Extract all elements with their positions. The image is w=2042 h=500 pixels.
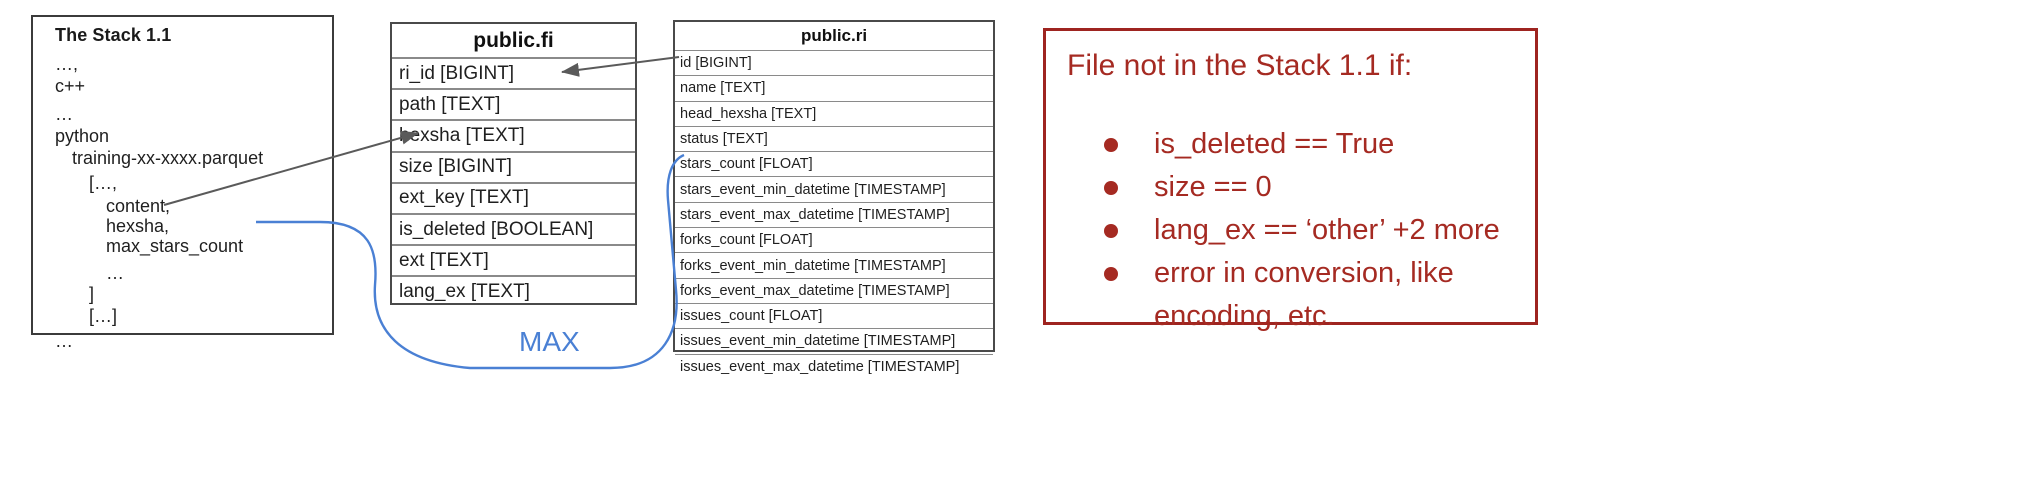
table-column-row: forks_event_max_datetime [TIMESTAMP]: [675, 277, 993, 303]
bullet-icon: [1104, 181, 1118, 195]
bullet-icon: [1104, 267, 1118, 281]
bullet-icon: [1104, 138, 1118, 152]
exclusion-criteria-item: size == 0: [1098, 166, 1528, 209]
exclusion-criteria-list: is_deleted == True size == 0 lang_ex == ‘o…: [1098, 123, 1528, 338]
table-column-row: stars_event_max_datetime [TIMESTAMP]: [675, 201, 993, 227]
stack-line: …: [106, 263, 124, 283]
table-column-row: name [TEXT]: [675, 75, 993, 100]
exclusion-criteria-box: File not in the Stack 1.1 if: is_deleted…: [1043, 28, 1538, 332]
table-column-row: ext_key [TEXT]: [392, 181, 635, 213]
exclusion-criteria-text: error in conversion, like encoding, etc.: [1154, 257, 1454, 332]
stack-line: …,: [55, 54, 79, 74]
table-column-row: issues_count [FLOAT]: [675, 302, 993, 328]
stack-line: …: [55, 331, 73, 351]
exclusion-criteria-text: size == 0: [1154, 171, 1272, 203]
table-public-fi-title: public.fi: [473, 29, 554, 52]
table-column-row: is_deleted [BOOLEAN]: [392, 212, 635, 244]
table-column-row: head_hexsha [TEXT]: [675, 100, 993, 126]
table-column-row: ri_id [BIGINT]: [392, 57, 635, 88]
stack-line: […,: [89, 173, 118, 193]
table-column-row: issues_event_min_datetime [TIMESTAMP]: [675, 328, 993, 353]
table-public-ri: public.ri id [BIGINT]name [TEXT]head_hex…: [673, 20, 995, 375]
table-column-row: hexsha [TEXT]: [392, 119, 635, 150]
stack-line: hexsha,: [106, 216, 170, 236]
table-column-row: forks_count [FLOAT]: [675, 227, 993, 252]
stack-line: ]: [89, 284, 95, 304]
stack-line: training-xx-xxxx.parquet: [72, 148, 264, 168]
exclusion-criteria-text: lang_ex == ‘other’ +2 more: [1154, 214, 1500, 246]
stack-line: […]: [89, 306, 118, 326]
exclusion-criteria-item: error in conversion, like encoding, etc.: [1098, 252, 1528, 338]
table-column-row: status [TEXT]: [675, 125, 993, 151]
stack-line: max_stars_count: [106, 236, 244, 256]
stack-line: …: [55, 104, 73, 124]
table-column-row: forks_event_min_datetime [TIMESTAMP]: [675, 252, 993, 277]
max-aggregation-label: MAX: [519, 326, 580, 357]
exclusion-criteria-item: is_deleted == True: [1098, 123, 1528, 166]
table-column-row: path [TEXT]: [392, 88, 635, 119]
table-column-row: stars_event_min_datetime [TIMESTAMP]: [675, 176, 993, 201]
table-public-fi-rows: ri_id [BIGINT]path [TEXT]hexsha [TEXT]si…: [392, 57, 635, 307]
exclusion-criteria-heading: File not in the Stack 1.1 if:: [1067, 49, 1413, 82]
stack-box-title: The Stack 1.1: [55, 25, 172, 45]
bullet-icon: [1104, 224, 1118, 238]
table-column-row: lang_ex [TEXT]: [392, 275, 635, 306]
table-public-ri-title: public.ri: [800, 26, 868, 45]
table-column-row: stars_count [FLOAT]: [675, 151, 993, 176]
stack-line: python: [55, 126, 110, 146]
stack-line: c++: [55, 76, 86, 96]
exclusion-criteria-text: is_deleted == True: [1154, 128, 1395, 160]
table-public-fi: public.fi ri_id [BIGINT]path [TEXT]hexsh…: [390, 22, 637, 305]
table-column-row: issues_event_max_datetime [TIMESTAMP]: [675, 353, 993, 379]
stack-line: content,: [106, 196, 171, 216]
exclusion-criteria-item: lang_ex == ‘other’ +2 more: [1098, 209, 1528, 252]
table-column-row: id [BIGINT]: [675, 50, 993, 75]
table-public-ri-rows: id [BIGINT]name [TEXT]head_hexsha [TEXT]…: [675, 50, 993, 379]
table-column-row: size [BIGINT]: [392, 150, 635, 182]
table-column-row: ext [TEXT]: [392, 244, 635, 275]
